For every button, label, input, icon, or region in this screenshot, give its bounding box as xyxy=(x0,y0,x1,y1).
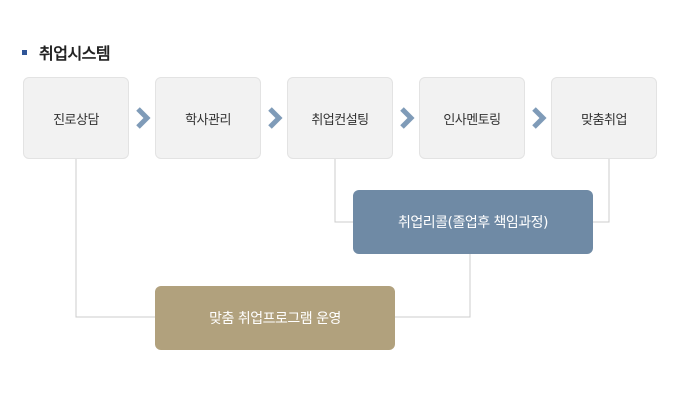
chevron-right-icon xyxy=(267,107,283,129)
connector-consulting-recall xyxy=(334,159,353,223)
step-academic-management: 학사관리 xyxy=(155,77,261,159)
employment-recall-box: 취업리콜(졸업후 책임과정) xyxy=(353,190,593,254)
step-custom-employment: 맞춤취업 xyxy=(551,77,657,159)
chevron-right-icon xyxy=(135,107,151,129)
chevron-right-icon xyxy=(399,107,415,129)
custom-program-box: 맞춤 취업프로그램 운영 xyxy=(155,286,395,350)
section-title-row: 취업시스템 xyxy=(22,40,111,64)
chevron-right-icon xyxy=(531,107,547,129)
step-hr-mentoring: 인사멘토링 xyxy=(419,77,525,159)
connector-placement-recall xyxy=(593,159,610,223)
connector-recall-custom xyxy=(395,254,471,318)
connector-counseling-custom xyxy=(75,159,155,318)
step-career-counseling: 진로상담 xyxy=(23,77,129,159)
step-employment-consulting: 취업컨설팅 xyxy=(287,77,393,159)
square-bullet-icon xyxy=(22,49,27,55)
section-title: 취업시스템 xyxy=(39,44,111,63)
